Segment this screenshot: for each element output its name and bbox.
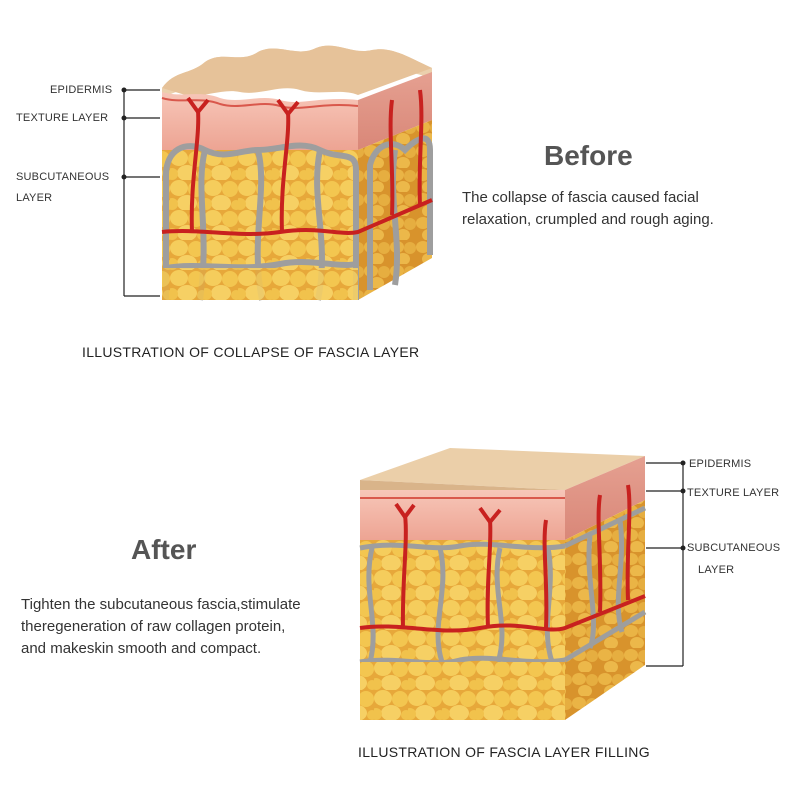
after-subcutaneous-label-line2: LAYER — [698, 564, 735, 576]
after-heading: After — [131, 534, 197, 565]
before-subcutaneous-label-line1: SUBCUTANEOUS — [16, 171, 110, 183]
before-texture-side — [358, 72, 432, 150]
before-skin-cube — [161, 45, 433, 301]
before-caption: ILLUSTRATION OF COLLAPSE OF FASCIA LAYER — [82, 344, 420, 360]
before-description-line2: relaxation, crumpled and rough aging. — [462, 211, 714, 228]
after-texture-layer-label: TEXTURE LAYER — [687, 487, 780, 499]
before-vessels — [161, 89, 433, 236]
before-heading: Before — [544, 140, 633, 171]
after-skin-cube — [359, 448, 647, 720]
before-description: The collapse of fascia caused facial rel… — [462, 187, 792, 231]
after-description-line2: theregeneration of raw collagen protein, — [21, 618, 286, 635]
after-vessels — [359, 484, 646, 633]
after-description-line3: and makeskin smooth and compact. — [21, 640, 262, 657]
before-label-lines — [123, 89, 160, 297]
after-description-line1: Tighten the subcutaneous fascia,stimulat… — [21, 596, 301, 613]
after-subcutaneous-label-line1: SUBCUTANEOUS — [687, 542, 781, 554]
after-texture-side — [565, 456, 645, 540]
after-epidermis-top — [360, 448, 645, 490]
before-texture-layer-label: TEXTURE LAYER — [16, 112, 109, 124]
after-description: Tighten the subcutaneous fascia,stimulat… — [21, 594, 351, 660]
after-caption: ILLUSTRATION OF FASCIA LAYER FILLING — [358, 744, 650, 760]
after-epidermis-label: EPIDERMIS — [689, 458, 752, 470]
after-label-lines — [646, 462, 684, 667]
before-subcutaneous-label-line2: LAYER — [16, 192, 53, 204]
before-description-line1: The collapse of fascia caused facial — [462, 189, 699, 206]
before-fascia — [163, 135, 433, 301]
after-fascia — [359, 505, 647, 666]
before-epidermis-label: EPIDERMIS — [50, 84, 113, 96]
